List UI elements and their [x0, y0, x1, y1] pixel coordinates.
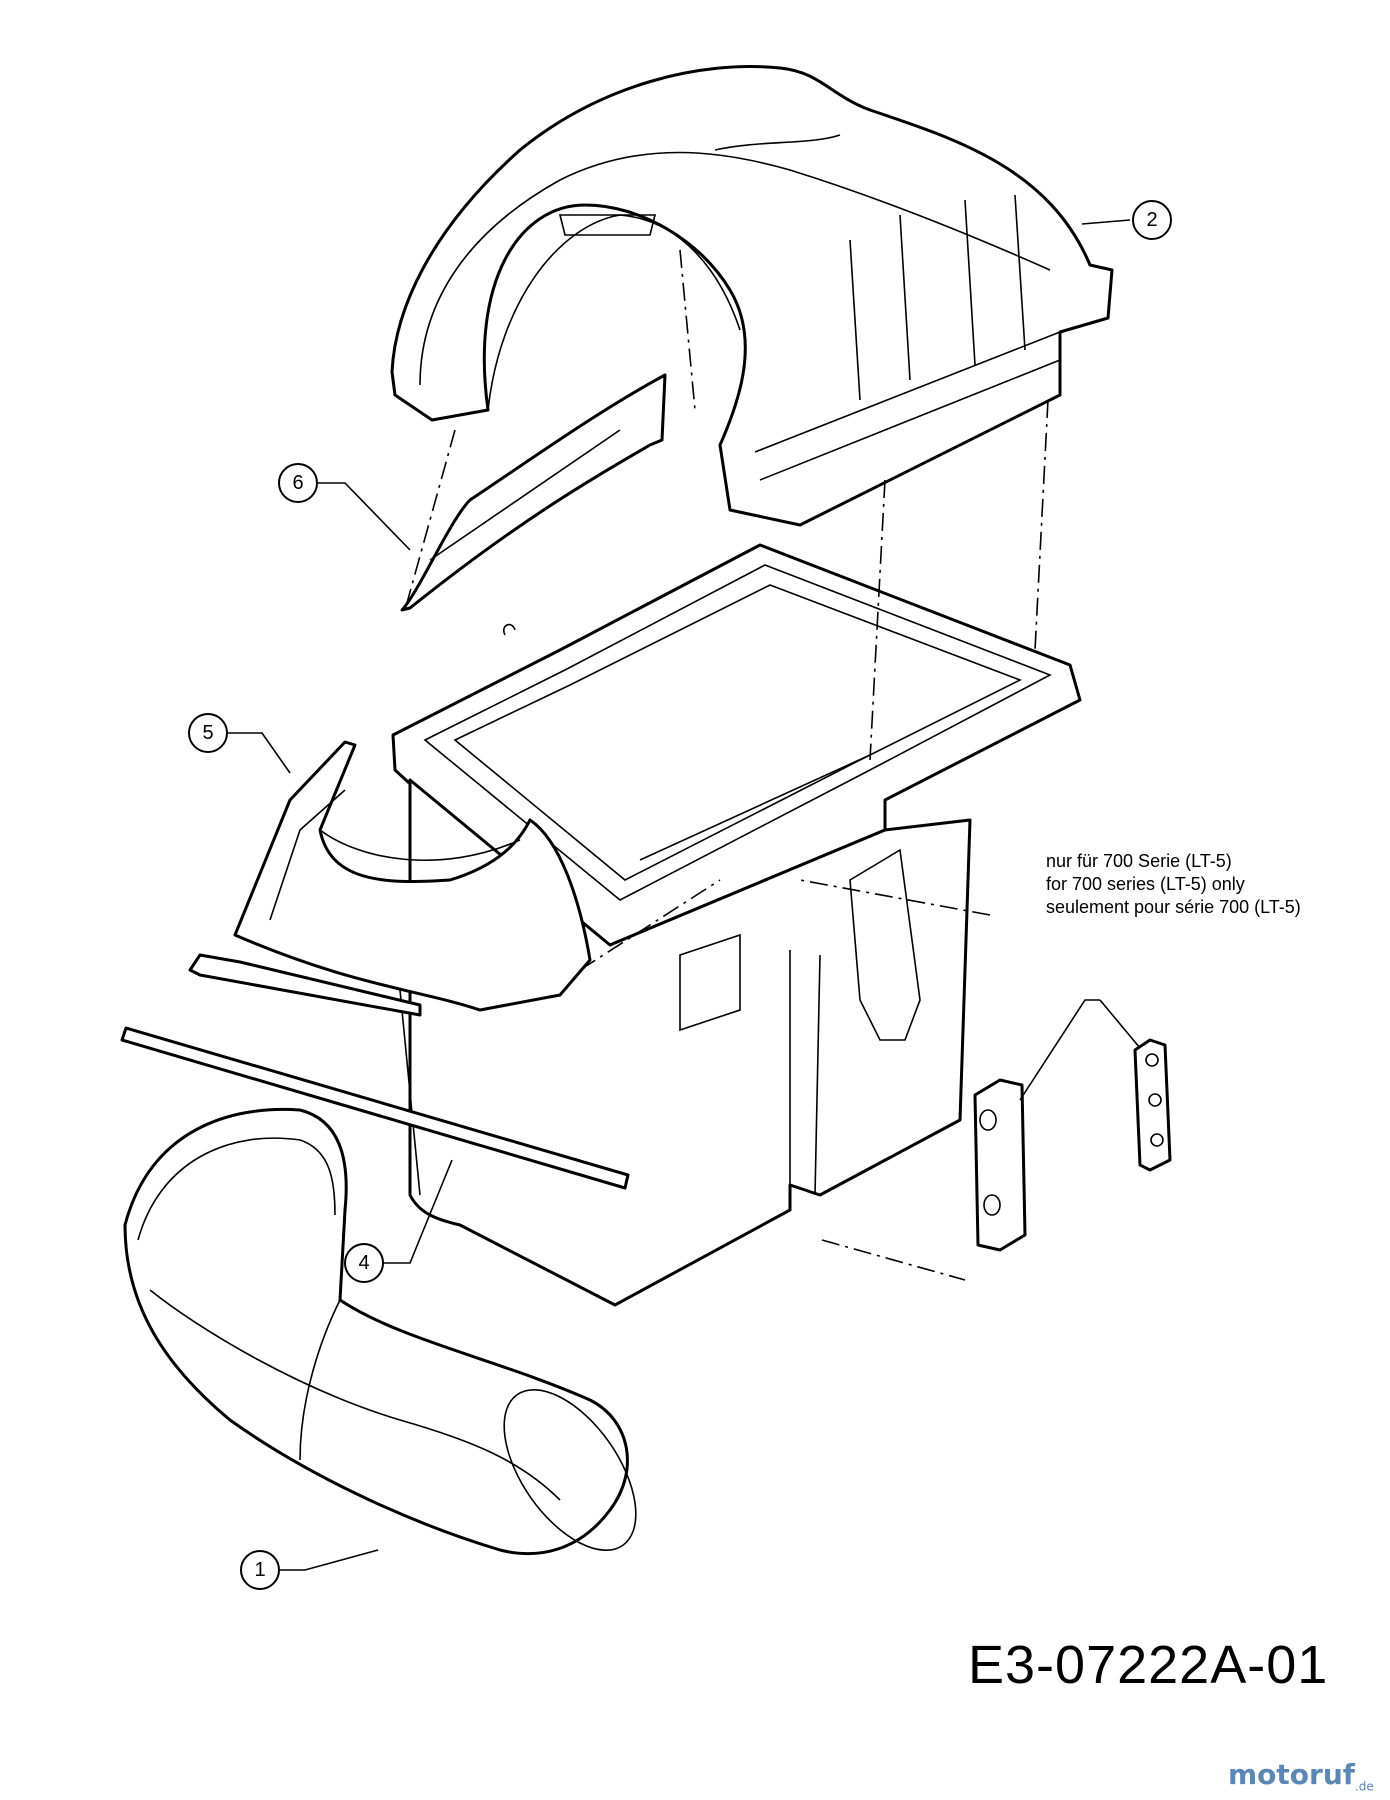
lt5-note: nur für 700 Serie (LT-5) for 700 series … — [1046, 850, 1301, 919]
watermark-suffix: .de — [1354, 1779, 1374, 1794]
lt5-brackets — [973, 1038, 1172, 1252]
drawing-code: E3-07222A-01 — [968, 1635, 1329, 1695]
note-line-en: for 700 series (LT-5) only — [1046, 874, 1245, 894]
note-line-fr: seulement pour série 700 (LT-5) — [1046, 897, 1301, 917]
callout-4: 4 — [344, 1243, 384, 1283]
note-line-de: nur für 700 Serie (LT-5) — [1046, 851, 1232, 871]
assembly-lines — [404, 249, 1049, 1281]
front-deflector — [188, 740, 592, 1017]
support-rod — [120, 1026, 630, 1190]
leader-lines — [228, 219, 1141, 1571]
callouts: 2 6 5 4 1 — [188, 200, 1172, 1590]
svg-text:1: 1 — [254, 1559, 265, 1581]
callout-2: 2 — [1132, 200, 1172, 240]
callout-5: 5 — [188, 713, 228, 753]
svg-text:5: 5 — [202, 722, 213, 744]
grass-catcher-cover — [390, 65, 1114, 527]
svg-text:4: 4 — [358, 1252, 369, 1274]
svg-text:6: 6 — [292, 472, 303, 494]
deflector-insert — [400, 373, 667, 612]
discharge-chute — [123, 1107, 637, 1556]
svg-text:2: 2 — [1146, 209, 1157, 231]
callout-1: 1 — [240, 1550, 280, 1590]
watermark-text: motoruf — [1228, 1758, 1355, 1791]
callout-6: 6 — [278, 463, 318, 503]
watermark-logo: motoruf.de — [1228, 1758, 1374, 1794]
